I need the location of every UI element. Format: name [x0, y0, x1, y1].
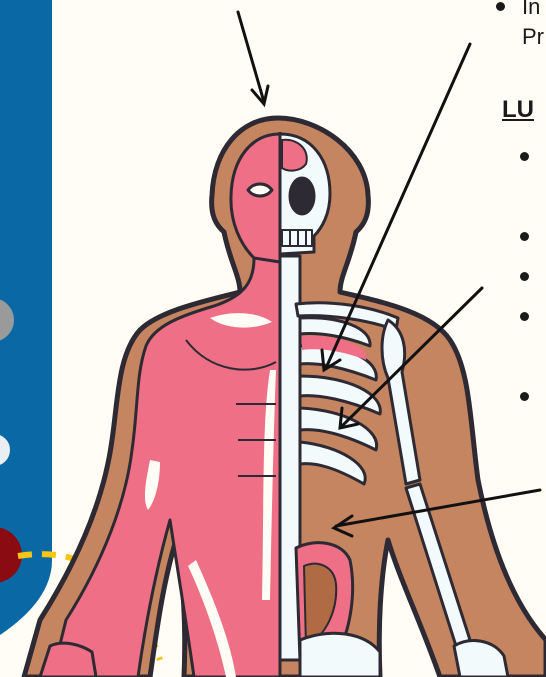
bullet-icon	[520, 312, 529, 321]
text-line-second: Pr	[522, 24, 544, 50]
bullet-icon	[520, 152, 529, 161]
text-line-top: In	[522, 0, 540, 20]
muscle-hand	[40, 643, 96, 677]
muscle-eye	[248, 184, 272, 196]
bullet-icon	[496, 2, 505, 11]
bullet-icon	[520, 232, 529, 241]
bullet-icon	[520, 392, 529, 401]
arrow-to-head	[238, 12, 268, 104]
teeth	[282, 230, 312, 246]
eye-socket	[290, 178, 314, 214]
section-heading: LU	[502, 96, 534, 124]
bullet-icon	[520, 272, 529, 281]
